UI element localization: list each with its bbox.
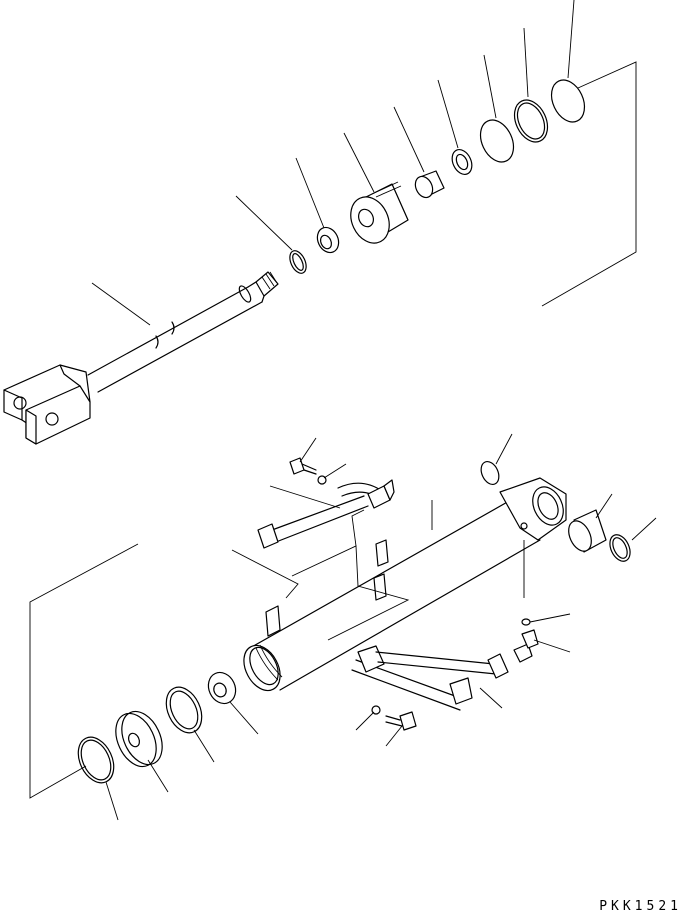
drawing-code: PKK1521 [599,899,682,914]
tube-brackets [265,539,389,637]
lower-bolt [385,711,417,731]
backup-ring [513,99,549,143]
cylinder-assembly [29,433,657,821]
piston-rod-assembly [3,0,637,445]
rod-clevis [3,364,91,445]
o-ring [550,79,586,123]
cylinder-head [115,710,163,768]
head-seal-ring [165,686,203,734]
wear-ring [451,149,473,175]
fitting-o-ring [521,618,531,626]
piston [350,181,409,244]
upper-bolt [289,457,317,475]
bottom-snap-ring [609,534,631,562]
rod-end-pipe [257,479,395,549]
piston-rod [87,271,279,393]
piston-seal-ring [479,119,515,163]
leader-lines-upper [91,0,637,326]
upper-washer [317,475,327,485]
elbow-fitting [513,629,539,663]
leader-lines-lower [29,433,657,821]
dust-seal [480,461,500,485]
cylinder-bottom-boss [499,477,567,541]
rod-nut [316,226,340,254]
cylinder-tube [243,495,541,692]
snap-ring [289,250,307,274]
cylinder-head-nut [207,671,237,705]
lower-washer [371,705,381,715]
bottom-end-pipe [351,645,509,711]
piston-bushing [414,170,445,199]
bottom-bushing [568,509,607,553]
head-o-ring [77,736,115,784]
